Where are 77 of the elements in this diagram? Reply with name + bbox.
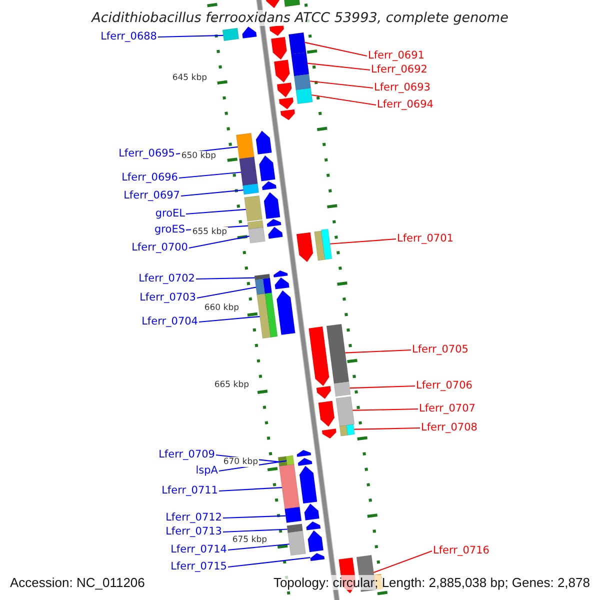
leader-line (354, 427, 420, 430)
leader-line (352, 408, 418, 411)
leader-line (222, 515, 286, 519)
leader-line (304, 42, 368, 57)
leader-line (186, 208, 246, 215)
gene-label: Lferr_0713 (166, 526, 222, 538)
leader-line (180, 190, 244, 197)
gene-block (256, 293, 271, 339)
leader-line (222, 528, 288, 533)
scale-label: 665 kbp (213, 380, 250, 390)
scale-label: 645 kbp (171, 73, 208, 83)
gene-label: Lferr_0693 (374, 82, 430, 94)
leader-line (350, 385, 416, 389)
gene-label: Lferr_0702 (138, 272, 195, 286)
genome-info-text: Topology: circular; Length: 2,885,038 bp; Genes: 2,878 (273, 575, 590, 590)
gene-block (247, 220, 264, 230)
gene-block (294, 74, 312, 90)
leader-line (308, 62, 370, 71)
gene-block (288, 32, 306, 55)
gene-block (238, 156, 258, 186)
gene-block (290, 52, 310, 76)
gene-label: Lferr_0700 (132, 242, 188, 254)
gene-label: Lferr_0704 (142, 316, 198, 328)
gene-block (288, 530, 306, 556)
leader-line (188, 236, 250, 249)
leader-line (198, 316, 260, 323)
gene-label: Lferr_0691 (368, 50, 424, 62)
leader-line (196, 286, 256, 299)
gene-block (236, 132, 254, 160)
leader-line (228, 557, 310, 568)
gene-block (284, 506, 302, 524)
leader-line (178, 172, 242, 179)
scale-label: 675 kbp (231, 535, 268, 545)
gene-block (320, 228, 332, 260)
gene-block (286, 524, 304, 534)
leader-line (310, 80, 374, 89)
gene-label: groEL (155, 208, 185, 220)
leader-line (345, 349, 412, 354)
scale-label: 655 kbp (191, 227, 228, 237)
leader-line (196, 277, 255, 280)
leader-line (374, 550, 432, 574)
gene-label: Lferr_0711 (162, 484, 218, 498)
gene-label: Lferr_0701 (397, 232, 454, 246)
gene-label: Lferr_0696 (122, 172, 178, 184)
scale-label: 660 kbp (203, 303, 240, 313)
leader-line (330, 238, 396, 244)
gene-label: Lferr_0692 (371, 64, 428, 76)
gene-label: Lferr_0716 (433, 544, 490, 558)
gene-label: Lferr_0695 (118, 148, 175, 160)
gene-label: Lferr_0714 (170, 544, 227, 556)
gene-label: Lferr_0715 (170, 560, 227, 574)
gene-block (326, 324, 350, 384)
gene-label: Lferr_0688 (100, 30, 157, 44)
gene-label: Lferr_0706 (416, 380, 472, 392)
gene-block (296, 88, 313, 104)
accession-text: Accession: NC_011206 (10, 575, 145, 590)
scale-label: 650 kbp (180, 151, 217, 161)
gene-block (254, 274, 270, 280)
gene-label: Lferr_0705 (412, 344, 468, 356)
leader-line (312, 94, 376, 106)
gene-block (248, 227, 266, 244)
title: Acidithiobacillus ferrooxidans ATCC 53993, complete genome (90, 10, 510, 26)
gene-block (286, 455, 294, 466)
scale-label: 670 kbp (222, 457, 259, 467)
leader-line (228, 544, 290, 551)
gene-label: Lferr_0712 (166, 512, 222, 524)
gene-label: Lferr_0694 (377, 98, 434, 112)
gene-label: groES (154, 224, 185, 236)
gene-block (278, 464, 300, 510)
gene-label: Lferr_0697 (124, 190, 180, 202)
leader-line (158, 34, 224, 38)
gene-block (254, 278, 266, 296)
gene-label: Lferr_0707 (419, 402, 476, 416)
gene-label: Lferr_0708 (421, 422, 478, 434)
gene-label: Lferr_0709 (158, 448, 215, 462)
gene-label: lspA (196, 464, 218, 478)
gene-label: Lferr_0703 (140, 292, 196, 304)
